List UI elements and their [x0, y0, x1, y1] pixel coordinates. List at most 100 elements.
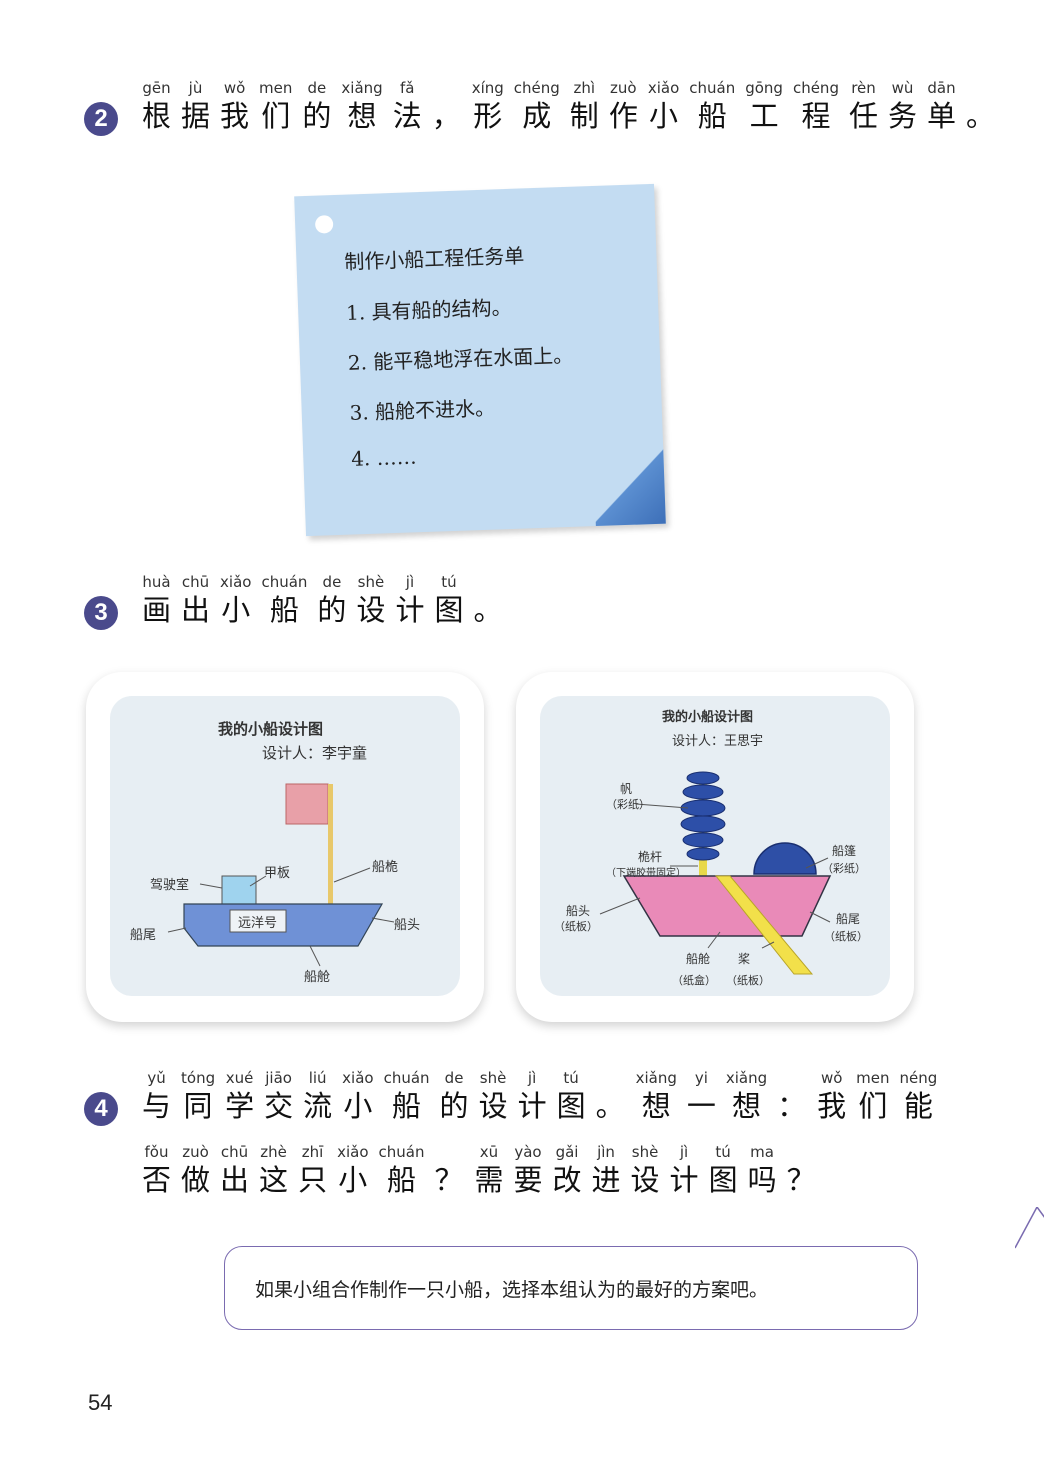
ruby-char: ？ — [787, 1142, 817, 1198]
hanzi: ？ — [786, 1163, 816, 1197]
label-oar: 桨 — [738, 952, 751, 966]
pinyin: gōng — [745, 79, 783, 97]
hanzi: 出 — [220, 1163, 250, 1197]
ruby-char: 。 — [966, 78, 996, 134]
pinyin: néng — [899, 1069, 938, 1087]
ruby-char: chū 出 — [220, 1142, 249, 1198]
pinyin: tú — [715, 1143, 731, 1161]
ruby-char: jì 计 — [518, 1068, 547, 1124]
ruby-char: jù 据 — [181, 78, 210, 134]
step-4-number: 4 — [84, 1092, 118, 1126]
pinyin: chuán — [378, 1143, 425, 1161]
pinyin: zhì — [573, 79, 596, 97]
hanzi: 吗 — [747, 1163, 777, 1197]
hanzi: 。 — [473, 593, 503, 627]
pinyin: zhè — [260, 1143, 287, 1161]
bubble-tail — [1015, 1207, 1044, 1249]
hanzi: 任 — [848, 99, 878, 133]
hanzi: 小 — [649, 99, 679, 133]
hanzi: 画 — [142, 593, 172, 627]
hanzi: 的 — [439, 1089, 469, 1123]
hanzi: 想 — [641, 1089, 671, 1123]
hanzi: 单 — [927, 99, 957, 133]
drawing-1-designer: 设计人：李宇童 — [262, 744, 368, 762]
pinyin: tú — [563, 1069, 579, 1087]
pinyin: jù — [188, 79, 203, 97]
hanzi: 。 — [966, 99, 996, 133]
hanzi: 的 — [302, 99, 332, 133]
pinyin: zuò — [610, 79, 637, 97]
label-deck: 甲板 — [264, 866, 291, 881]
ruby-char: 。 — [596, 1068, 626, 1124]
hanzi: 出 — [181, 593, 211, 627]
hanzi: 改 — [552, 1163, 582, 1197]
hanzi: 流 — [303, 1089, 333, 1123]
hanzi: 们 — [261, 99, 291, 133]
pinyin: men — [259, 79, 293, 97]
label-bow: 船头 — [566, 904, 591, 918]
label-mast: 船桅 — [372, 860, 399, 875]
label-cabin: 驾驶室 — [150, 878, 190, 893]
label-sail-material: （彩纸） — [606, 798, 650, 811]
ruby-char: gōng 工 — [745, 78, 783, 134]
hanzi: ： — [777, 1089, 807, 1123]
hanzi: 进 — [591, 1163, 621, 1197]
page-curl — [593, 443, 666, 527]
ruby-char: ： — [777, 1068, 807, 1124]
hanzi: 计 — [517, 1089, 547, 1123]
label-hold-material: （纸盒） — [672, 974, 716, 987]
pinyin: chuán — [261, 573, 308, 591]
hanzi: 要 — [513, 1163, 543, 1197]
drawing-2-designer: 设计人：王思宇 — [672, 734, 764, 749]
pinyin: chū — [220, 1143, 249, 1161]
pinyin: jì — [527, 1069, 537, 1087]
task-card: 制作小船工程任务单 1. 具有船的结构。 2. 能平稳地浮在水面上。 3. 船舱… — [294, 172, 670, 537]
pinyin: xiǎo — [337, 1143, 369, 1161]
hanzi: 据 — [181, 99, 211, 133]
step-2-number: 2 — [84, 102, 118, 136]
hanzi: 否 — [142, 1163, 172, 1197]
pinyin: de — [322, 573, 342, 591]
pinyin: xiǎo — [220, 573, 252, 591]
pinyin: tóng — [181, 1069, 216, 1087]
pinyin: jiāo — [265, 1069, 292, 1087]
pinyin: wǒ — [820, 1069, 843, 1087]
pinyin: chuán — [383, 1069, 430, 1087]
boat-name: 远洋号 — [238, 916, 278, 931]
hanzi: 工 — [749, 99, 779, 133]
pinyin: chuán — [689, 79, 736, 97]
pinyin: huà — [142, 573, 171, 591]
hanzi: 能 — [903, 1089, 933, 1123]
tip-bubble: 如果小组合作制作一只小船，选择本组认为的最好的方案吧。 — [224, 1207, 1044, 1330]
drawing-2-title: 我的小船设计图 — [662, 710, 754, 725]
